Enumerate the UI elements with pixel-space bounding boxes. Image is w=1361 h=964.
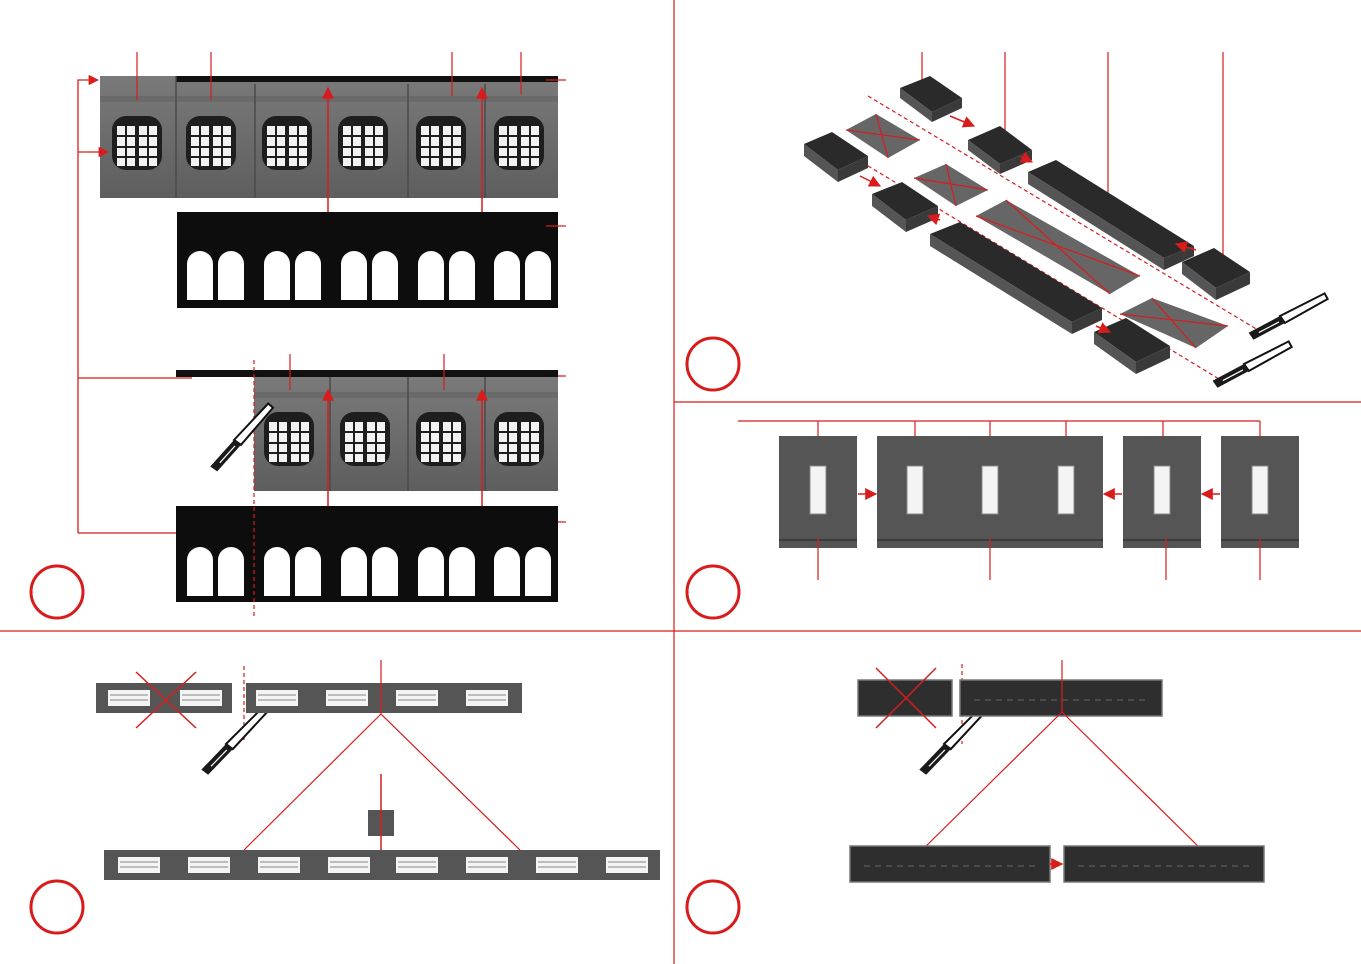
window-icon — [112, 116, 162, 170]
roof-box — [872, 182, 938, 232]
step-1-badge — [31, 566, 83, 618]
window-icon — [416, 412, 466, 466]
step-3-badge — [687, 566, 739, 618]
step-5-badge — [687, 881, 739, 933]
craft-knife-icon — [194, 708, 273, 775]
plain-strip — [960, 680, 1162, 716]
step-1-panel — [31, 52, 566, 618]
plain-strip — [850, 846, 1050, 882]
window-icon — [264, 412, 314, 466]
window-icon — [494, 412, 544, 466]
step-5-panel — [687, 660, 1264, 933]
step-3-panel — [687, 421, 1299, 618]
step-4-panel — [31, 660, 660, 933]
step-4-badge — [31, 881, 83, 933]
window-icon — [494, 116, 544, 170]
plain-strip — [1064, 846, 1264, 882]
roof-box — [804, 132, 868, 182]
window-icon — [338, 116, 388, 170]
step-2-panel — [687, 52, 1329, 399]
craft-knife-icon — [1212, 330, 1293, 400]
window-icon — [416, 116, 466, 170]
step-2-badge — [687, 338, 739, 390]
window-icon — [340, 412, 390, 466]
window-icon — [186, 116, 236, 170]
upper-wall-panel — [100, 76, 558, 198]
window-icon — [262, 116, 312, 170]
roof-box — [968, 126, 1032, 174]
craft-knife-icon — [912, 708, 991, 775]
roof-box — [900, 76, 962, 122]
